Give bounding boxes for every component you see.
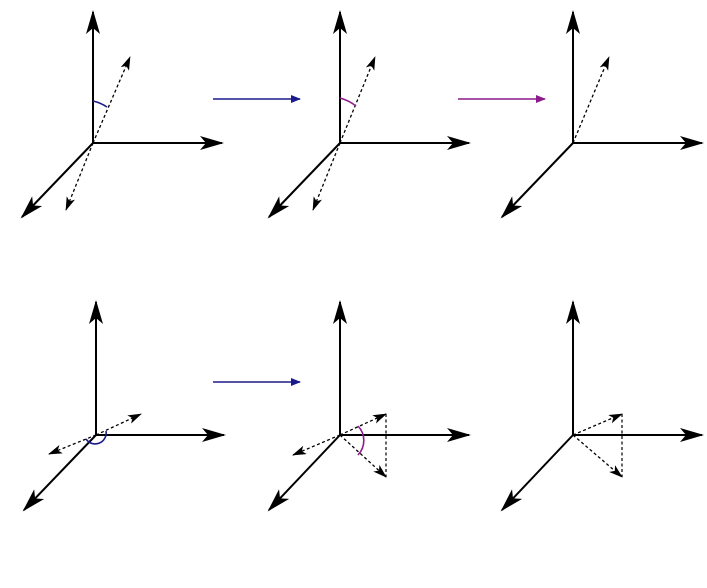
dashed-vector [572, 413, 623, 436]
dashed-vector [92, 56, 131, 144]
x-axis [22, 434, 97, 512]
bottom-panel-final [500, 300, 704, 512]
dashed-vector [339, 413, 387, 436]
x-axis [267, 142, 341, 219]
dashed-vector [48, 434, 97, 455]
dashed-vector [292, 434, 341, 456]
x-axis [267, 434, 341, 512]
angle-arc [85, 430, 107, 445]
dashed-vector [65, 142, 94, 211]
x-axis [500, 434, 574, 512]
bottom-panel-initial [22, 300, 226, 512]
x-axis [500, 142, 574, 219]
bottom-panel-triangle [267, 300, 471, 512]
angle-arc [92, 100, 108, 108]
angle-arc [339, 97, 357, 107]
top-panel-final [500, 10, 704, 219]
dashed-vector [339, 56, 376, 144]
top-panel-initial [20, 10, 224, 219]
dashed-vector [572, 56, 610, 144]
x-axis [20, 142, 94, 219]
angle-arc [357, 425, 365, 456]
dashed-vector [95, 413, 142, 436]
dashed-vector [572, 434, 623, 478]
dashed-vector [339, 434, 387, 478]
dashed-vector [312, 142, 341, 211]
top-panel-rotated [267, 10, 471, 219]
